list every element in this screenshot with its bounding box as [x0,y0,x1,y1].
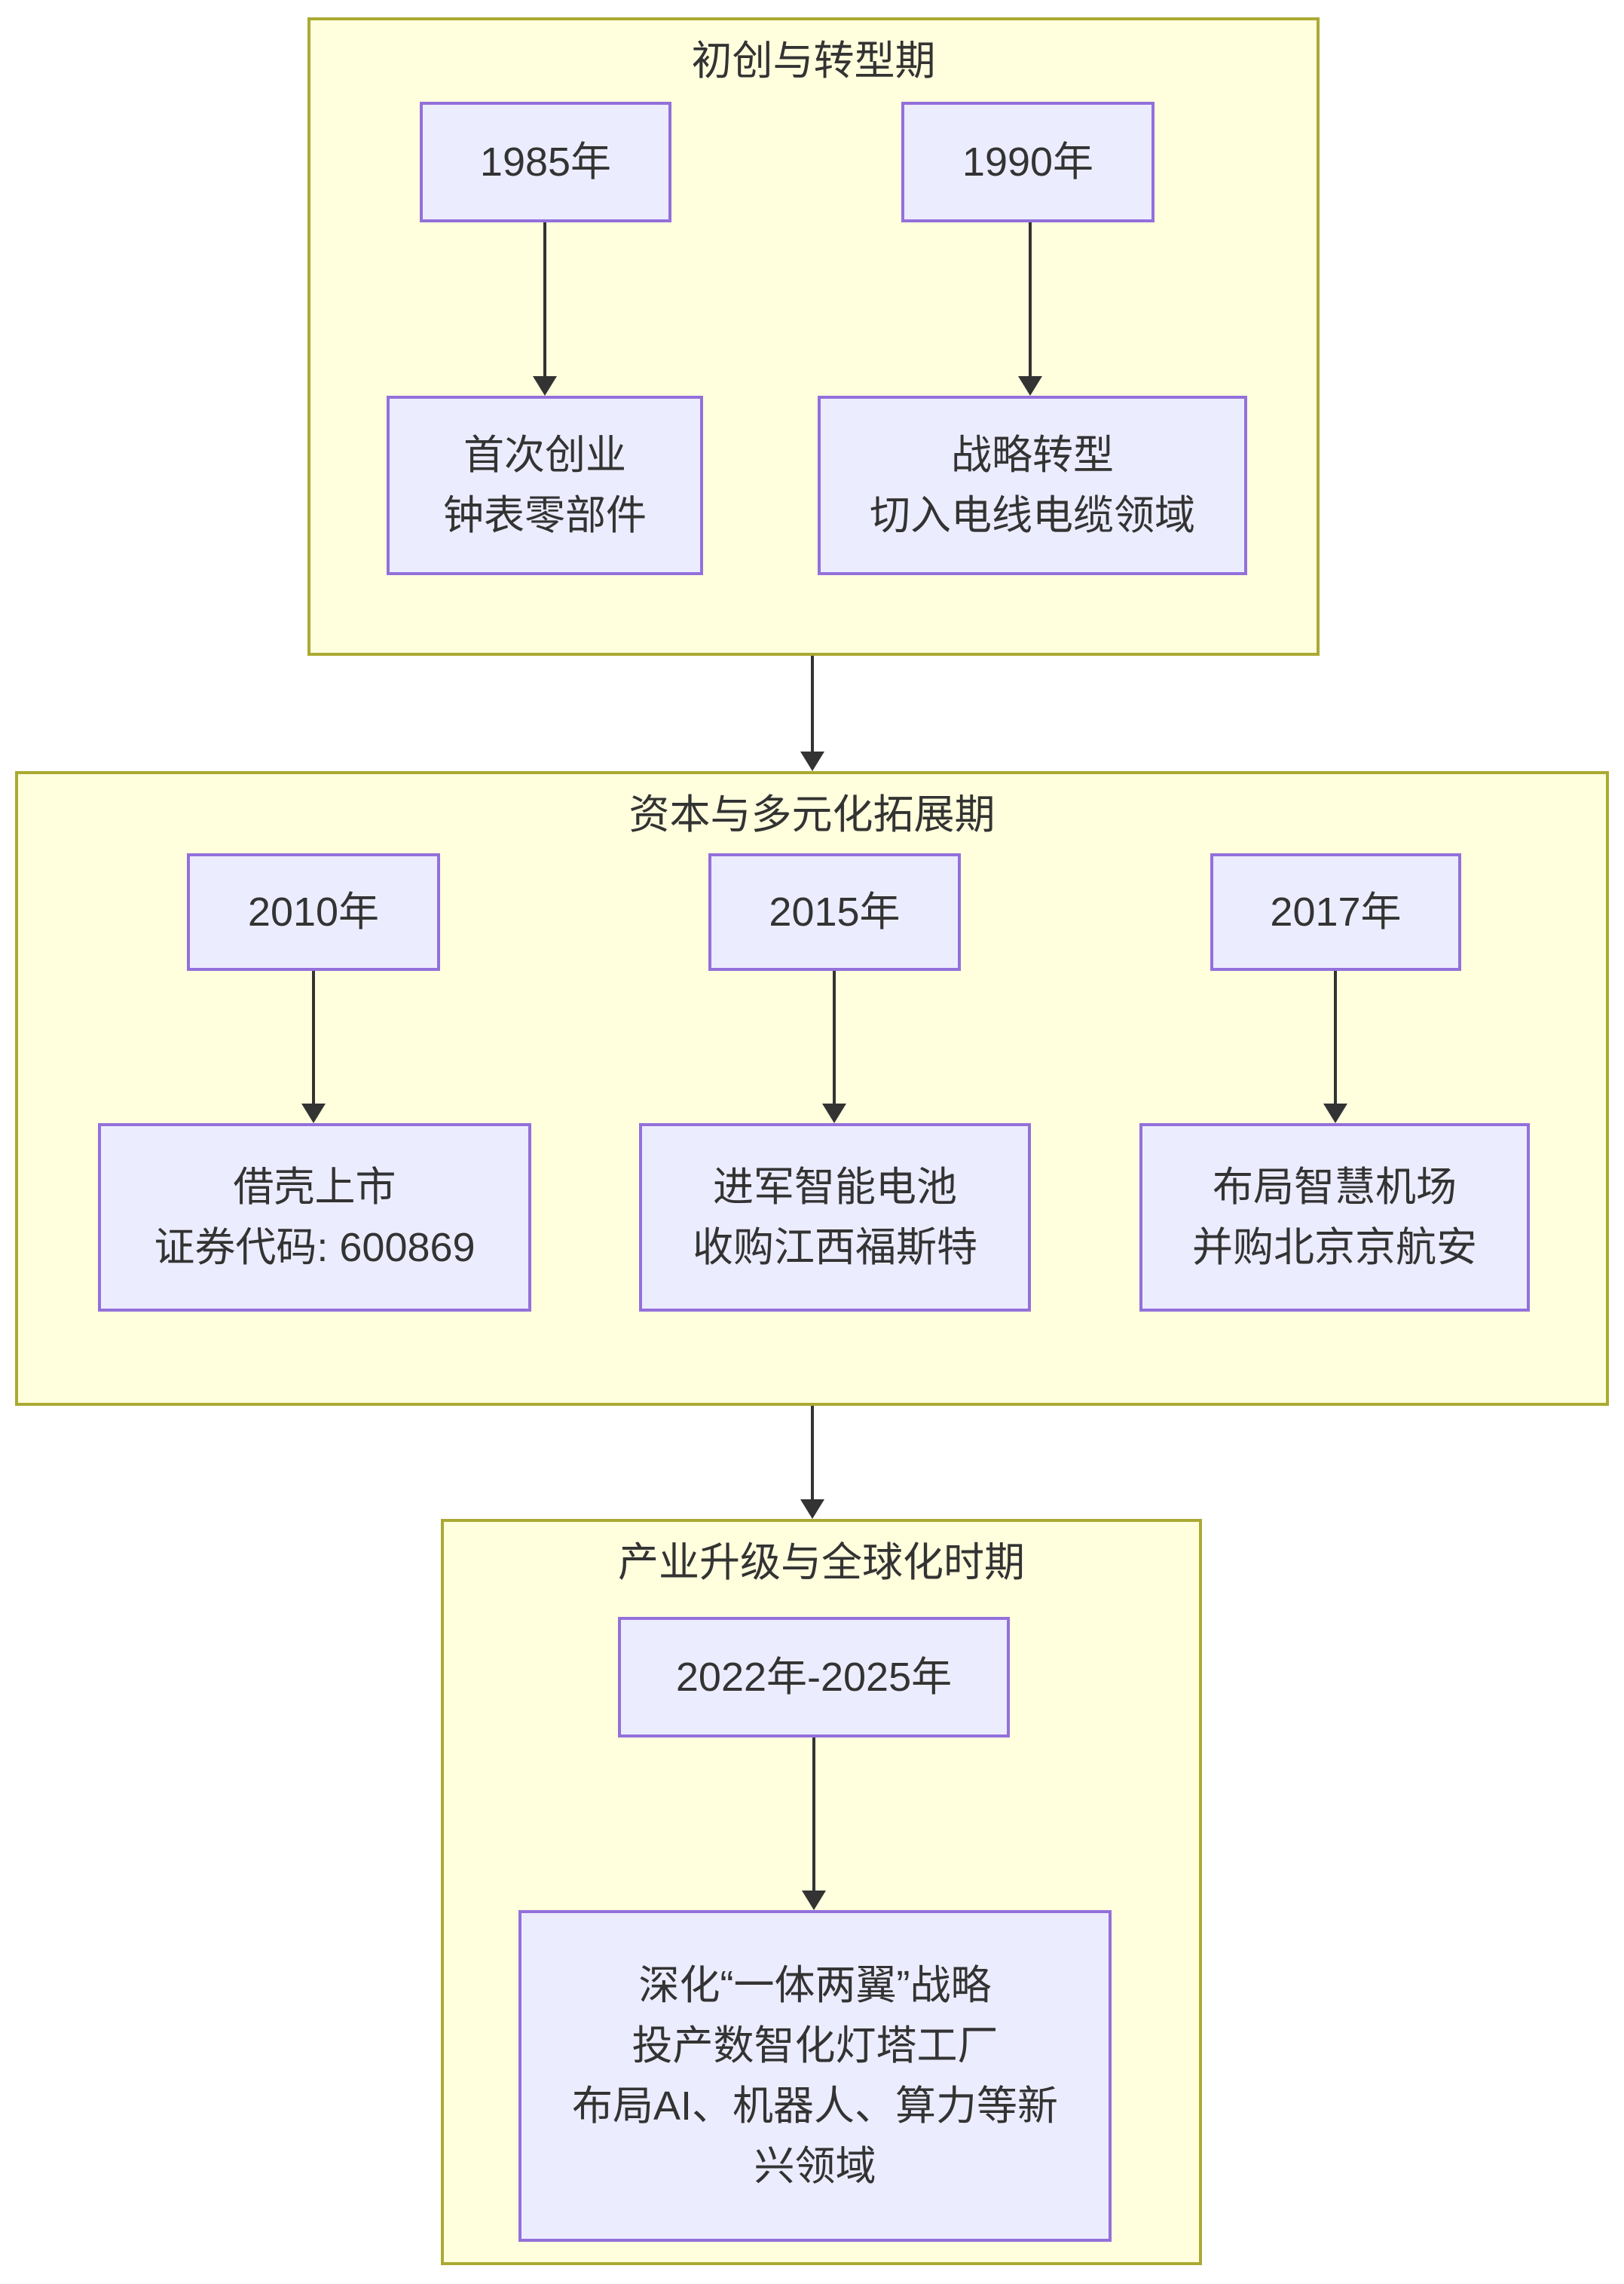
node-smart-battery: 进军智能电池 收购江西福斯特 [639,1123,1031,1312]
arrow-line [811,1406,814,1501]
node-year-1990-label: 1990年 [962,139,1094,185]
node-year-2022-2025-label: 2022年-2025年 [675,1655,953,1700]
arrowhead-icon [802,1891,826,1910]
arrow-line [833,971,836,1105]
cluster-title-upgrade-globalization: 产业升级与全球化时期 [618,1540,1025,1585]
node-backdoor-listing-line2: 证券代码: 600869 [154,1225,476,1270]
node-deepen-strategy-line2: 投产数智化灯塔工厂 [632,2023,999,2068]
node-first-venture-line1: 首次创业 [463,433,626,478]
arrow-line [543,222,546,378]
node-strategic-transform: 战略转型 切入电线电缆领域 [818,396,1247,575]
arrowhead-icon [1018,376,1042,396]
cluster-title-early-transform: 初创与转型期 [691,38,936,84]
node-first-venture: 首次创业 钟表零部件 [387,396,703,575]
arrowhead-icon [1323,1104,1347,1123]
node-backdoor-listing-line1: 借壳上市 [233,1165,396,1210]
node-deepen-strategy: 深化“一体两翼”战略 投产数智化灯塔工厂 布局AI、机器人、算力等新 兴领域 [518,1910,1112,2242]
node-year-2015-label: 2015年 [769,889,901,935]
node-smart-battery-line1: 进军智能电池 [713,1165,957,1210]
arrowhead-icon [822,1104,846,1123]
arrow-line [312,971,315,1105]
arrowhead-icon [301,1104,326,1123]
node-smart-airport: 布局智慧机场 并购北京京航安 [1139,1123,1530,1312]
node-smart-battery-line2: 收购江西福斯特 [693,1225,977,1270]
node-strategic-transform-line1: 战略转型 [951,433,1114,478]
arrow-line [812,1737,815,1892]
arrowhead-icon [800,752,824,771]
arrowhead-icon [800,1499,824,1519]
node-year-1990: 1990年 [901,102,1155,222]
node-backdoor-listing: 借壳上市 证券代码: 600869 [98,1123,531,1312]
node-year-1985: 1985年 [420,102,671,222]
node-strategic-transform-line2: 切入电线电缆领域 [870,493,1195,538]
node-year-2022-2025: 2022年-2025年 [618,1617,1010,1737]
node-smart-airport-line2: 并购北京京航安 [1192,1225,1477,1270]
node-year-2010-label: 2010年 [247,889,380,935]
node-smart-airport-line1: 布局智慧机场 [1213,1165,1457,1210]
node-year-2015: 2015年 [708,853,961,971]
node-first-venture-line2: 钟表零部件 [443,493,647,538]
node-year-2010: 2010年 [187,853,440,971]
node-deepen-strategy-line4: 兴领域 [754,2144,876,2189]
arrow-line [1334,971,1337,1105]
arrow-line [811,656,814,753]
node-deepen-strategy-line3: 布局AI、机器人、算力等新 [571,2083,1059,2129]
node-year-2017: 2017年 [1210,853,1461,971]
node-deepen-strategy-line1: 深化“一体两翼”战略 [638,1963,992,2008]
arrow-line [1029,222,1032,378]
node-year-1985-label: 1985年 [479,139,612,185]
cluster-title-capital-diversification: 资本与多元化拓展期 [628,792,996,837]
node-year-2017-label: 2017年 [1270,889,1402,935]
arrowhead-icon [533,376,557,396]
